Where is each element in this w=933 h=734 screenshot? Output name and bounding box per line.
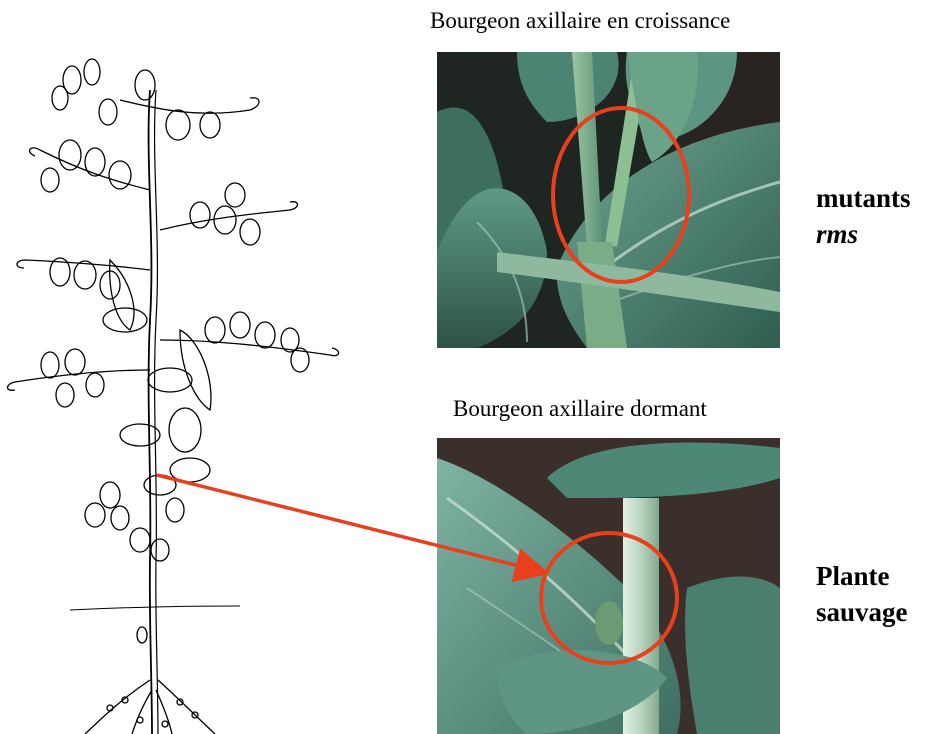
- wild-type-label: Plante sauvage: [816, 558, 908, 630]
- growing-bud-photo: [437, 52, 780, 348]
- wild-type-label-line2: sauvage: [816, 594, 908, 630]
- mutants-label-line2: rms: [816, 216, 911, 252]
- wild-type-label-line1: Plante: [816, 558, 908, 594]
- mutants-label-line1: mutants: [816, 180, 911, 216]
- top-photo-caption: Bourgeon axillaire en croissance: [430, 8, 730, 34]
- mutants-label: mutants rms: [816, 180, 911, 252]
- dormant-bud-photo: [437, 438, 780, 734]
- pea-plant-drawing: [0, 40, 350, 734]
- bottom-photo-caption: Bourgeon axillaire dormant: [453, 396, 707, 422]
